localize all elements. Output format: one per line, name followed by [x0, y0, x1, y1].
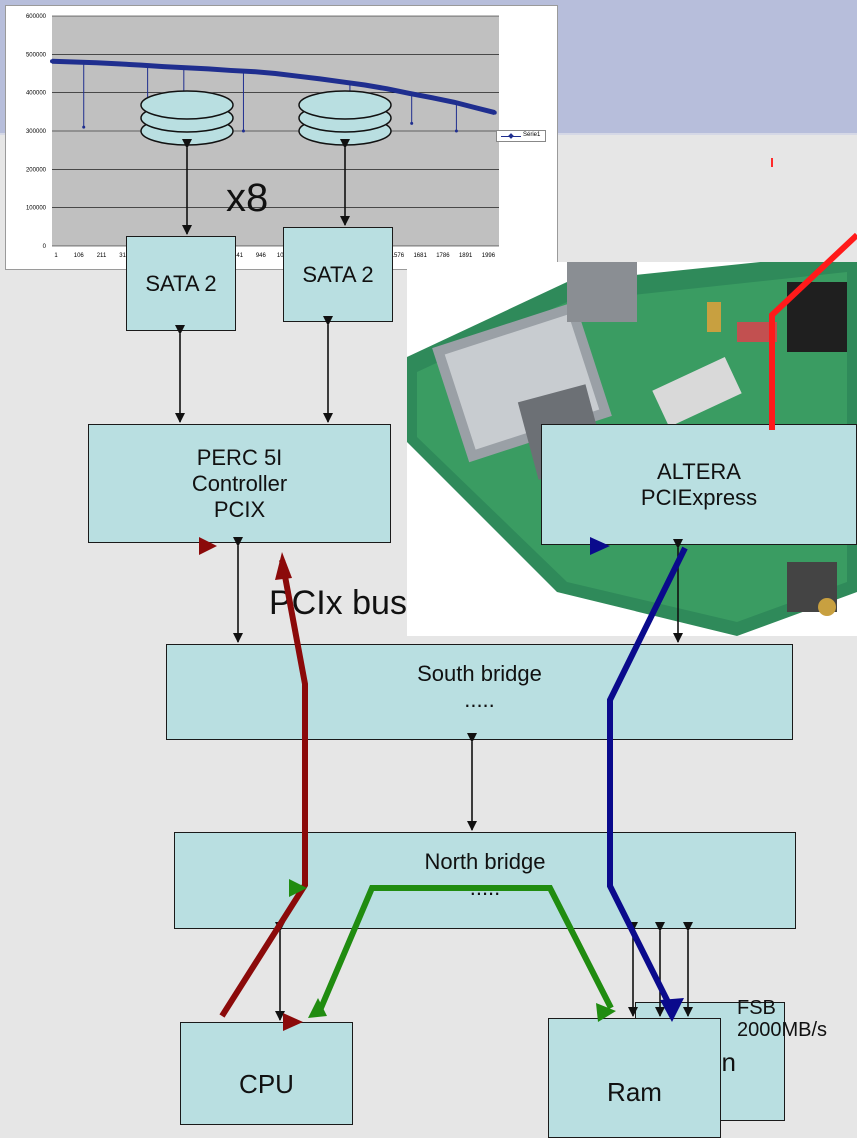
south-bridge-dots: .....: [464, 687, 495, 712]
dip-point: [348, 127, 352, 131]
sata-right-label: SATA 2: [302, 261, 374, 287]
dip-point: [146, 133, 150, 137]
red-tick-mark: [771, 158, 773, 167]
y-tick-label: 400000: [26, 91, 47, 97]
x-tick-label: 1681: [413, 253, 427, 259]
south-bridge-box: South bridge .....: [166, 644, 793, 740]
north-bridge-dots: .....: [469, 875, 501, 900]
series-point: [340, 79, 345, 84]
series-point: [362, 83, 367, 87]
perc-line-2: Controller: [191, 470, 288, 496]
fsb-label: FSB 2000MB/s: [737, 997, 827, 1041]
series-point: [94, 60, 99, 65]
x-tick-label: 1: [54, 253, 58, 259]
cpu-box: CPU: [180, 1022, 353, 1125]
y-tick-label: 300000: [26, 129, 47, 135]
y-tick-label: 0: [43, 244, 47, 250]
y-tick-label: 200000: [26, 167, 47, 173]
dip-point: [241, 129, 245, 133]
x-tick-label: 841: [233, 253, 244, 259]
series-point: [385, 86, 390, 91]
pcix-bus-label: PCIx bus: [269, 584, 407, 622]
series-point: [474, 106, 479, 110]
x-tick-label: 106: [74, 253, 85, 259]
altera-line-2: PCIExpress: [640, 484, 758, 510]
perc-line-3: PCIX: [213, 496, 266, 522]
y-tick-label: 500000: [26, 52, 47, 58]
north-bridge-box: North bridge .....: [174, 832, 796, 929]
chart-legend: Série1: [496, 130, 546, 142]
series-point: [407, 91, 412, 96]
series-point: [50, 59, 54, 64]
dark-red-path: [219, 559, 308, 1018]
fsb-line-2: 2000MB/s: [737, 1019, 828, 1041]
dip-point: [82, 125, 86, 129]
series-point: [492, 110, 497, 115]
series-point: [139, 63, 144, 68]
series-point: [295, 74, 300, 79]
x-tick-label: 1576: [391, 253, 405, 259]
dark-red-arrowhead-up: [275, 552, 292, 580]
legend-label: Série1: [523, 132, 541, 138]
x-tick-label: 316: [119, 253, 130, 259]
sata-left-box: SATA 2: [126, 236, 236, 331]
dip-point: [454, 129, 458, 133]
series-point: [183, 65, 188, 70]
series-point: [429, 95, 434, 100]
perc-controller-box: PERC 5I Controller PCIX: [88, 424, 391, 543]
y-tick-label: 600000: [26, 14, 47, 20]
sata-left-label: SATA 2: [145, 270, 217, 296]
legend-marker: [508, 133, 514, 139]
altera-pciexpress-box: ALTERA PCIExpress: [541, 424, 857, 545]
multiplier-label: x8: [226, 176, 269, 220]
x-tick-label: 211: [97, 253, 107, 259]
series-point: [206, 66, 211, 71]
altera-line-1: ALTERA: [657, 458, 741, 484]
cpu-label: CPU: [239, 1068, 294, 1099]
south-bridge-title: South bridge: [417, 661, 542, 686]
ram-label: Ram: [607, 1077, 662, 1107]
sata-right-box: SATA 2: [283, 227, 393, 322]
x-tick-label: 1996: [482, 253, 496, 259]
series-point: [116, 61, 121, 66]
y-tick-label: 100000: [26, 206, 47, 212]
green-arrowhead-cpu: [308, 998, 327, 1018]
ram-box: Ram: [548, 1018, 721, 1138]
series-point: [273, 71, 278, 76]
x-tick-label: 1891: [459, 253, 473, 259]
north-bridge-title: North bridge: [424, 849, 546, 874]
ram-back-label: n: [721, 1046, 736, 1077]
series-point: [452, 100, 457, 105]
x-tick-label: 1786: [436, 253, 450, 259]
series-point: [318, 76, 323, 81]
perc-line-1: PERC 5I: [196, 444, 283, 470]
fsb-line-1: FSB: [737, 997, 776, 1019]
series-point: [228, 68, 233, 73]
chart-svg: 600000 500000 400000 300000 200000 100000 0 1 10…: [26, 14, 499, 259]
dip-point: [182, 121, 186, 125]
throughput-chart: 600000 500000 400000 300000 200000 100000 0 1 10…: [5, 5, 558, 270]
series-point: [161, 64, 166, 69]
series-point: [72, 60, 77, 64]
series-point: [251, 69, 256, 74]
x-tick-label: 946: [256, 253, 267, 259]
dip-point: [410, 121, 414, 125]
